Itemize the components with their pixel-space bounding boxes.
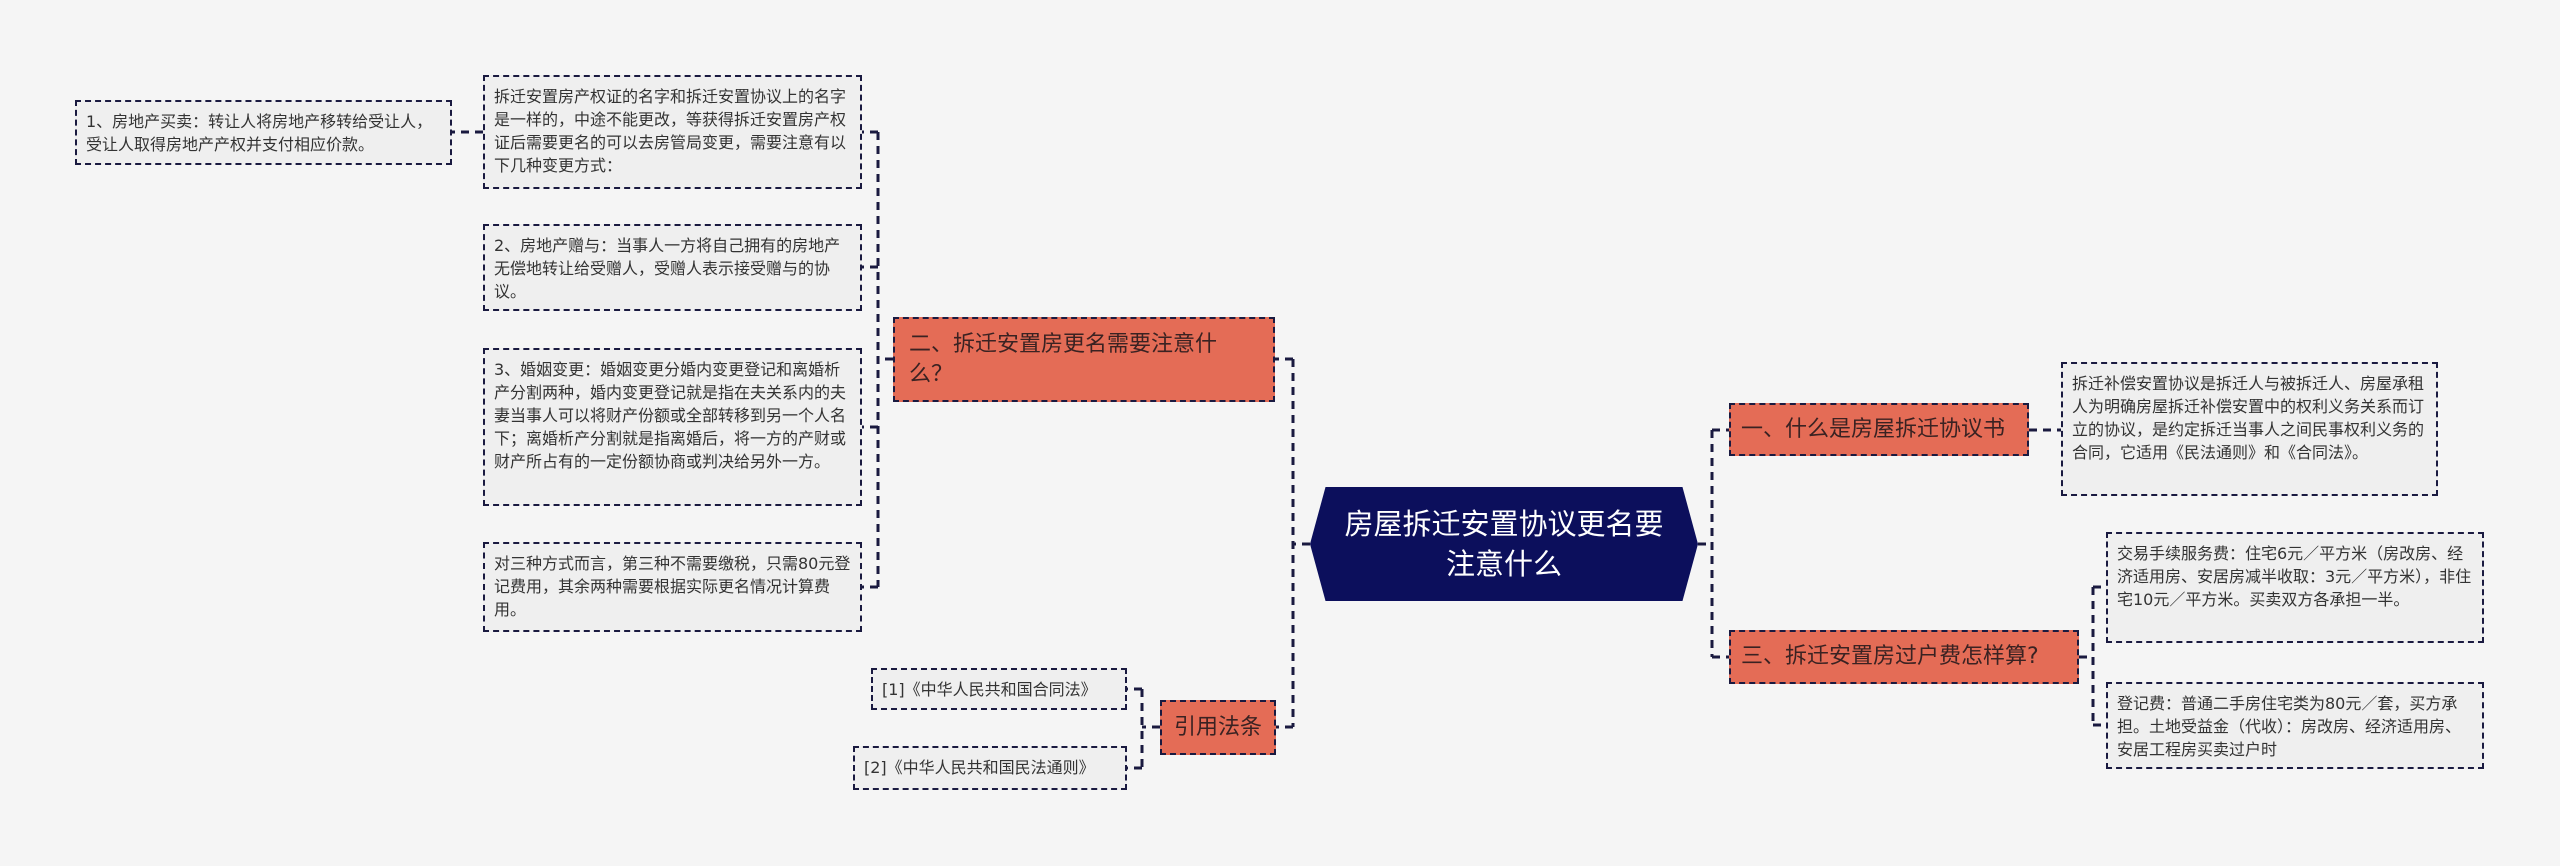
branch-title: 三、拆迁安置房过户费怎样算? [1741, 644, 2039, 669]
leaf-text: [2]《中华人民共和国民法通则》 [864, 758, 1095, 777]
leaf-text: [1]《中华人民共和国合同法》 [882, 680, 1097, 699]
leaf-text: 交易手续服务费：住宅6元／平方米（房改房、经济适用房、安居房减半收取：3元／平方… [2117, 544, 2472, 609]
leaf-ref-civil-law[interactable]: [2]《中华人民共和国民法通则》 [853, 746, 1127, 790]
central-topic-text: 房屋拆迁安置协议更名要注意什么 [1344, 507, 1664, 581]
leaf-real-estate-sale[interactable]: 1、房地产买卖：转让人将房地产移转给受让人，受让人取得房地产产权并支付相应价款。 [75, 100, 452, 165]
leaf-agreement-definition[interactable]: 拆迁补偿安置协议是拆迁人与被拆迁人、房屋承租人为明确房屋拆迁补偿安置中的权利义务… [2061, 362, 2438, 496]
leaf-text: 1、房地产买卖：转让人将房地产移转给受让人，受让人取得房地产产权并支付相应价款。 [86, 112, 433, 154]
leaf-registration-fee[interactable]: 登记费：普通二手房住宅类为80元／套，买方承担。土地受益金（代收）：房改房、经济… [2106, 682, 2484, 769]
branch-title: 二、拆迁安置房更名需要注意什么？ [909, 331, 1218, 387]
branch-title: 引用法条 [1174, 714, 1263, 740]
central-topic[interactable]: 房屋拆迁安置协议更名要注意什么 [1310, 487, 1698, 601]
leaf-text: 对三种方式而言，第三种不需要缴税，只需80元登记费用，其余两种需要根据实际更名情… [494, 554, 851, 619]
leaf-marriage-change[interactable]: 3、婚姻变更：婚姻变更分婚内变更登记和离婚析产分割两种，婚内变更登记就是指在夫关… [483, 348, 862, 506]
branch-what-is-agreement[interactable]: 一、什么是房屋拆迁协议书 [1729, 403, 2029, 456]
leaf-rename-intro[interactable]: 拆迁安置房产权证的名字和拆迁安置协议上的名字是一样的，中途不能更改，等获得拆迁安… [483, 75, 862, 189]
branch-rename-notes[interactable]: 二、拆迁安置房更名需要注意什么？ [893, 317, 1275, 402]
leaf-ref-contract-law[interactable]: [1]《中华人民共和国合同法》 [871, 668, 1127, 710]
leaf-text: 拆迁补偿安置协议是拆迁人与被拆迁人、房屋承租人为明确房屋拆迁补偿安置中的权利义务… [2072, 374, 2425, 462]
leaf-real-estate-gift[interactable]: 2、房地产赠与：当事人一方将自己拥有的房地产无偿地转让给受赠人，受赠人表示接受赠… [483, 224, 862, 311]
branch-transfer-fees[interactable]: 三、拆迁安置房过户费怎样算? [1729, 630, 2079, 684]
branch-title: 一、什么是房屋拆迁协议书 [1741, 416, 2006, 442]
leaf-text: 拆迁安置房产权证的名字和拆迁安置协议上的名字是一样的，中途不能更改，等获得拆迁安… [494, 87, 847, 175]
leaf-text: 2、房地产赠与：当事人一方将自己拥有的房地产无偿地转让给受赠人，受赠人表示接受赠… [494, 236, 841, 301]
branch-cited-laws[interactable]: 引用法条 [1160, 700, 1276, 755]
leaf-transaction-fee[interactable]: 交易手续服务费：住宅6元／平方米（房改房、经济适用房、安居房减半收取：3元／平方… [2106, 532, 2484, 643]
leaf-summary[interactable]: 对三种方式而言，第三种不需要缴税，只需80元登记费用，其余两种需要根据实际更名情… [483, 542, 862, 632]
leaf-text: 登记费：普通二手房住宅类为80元／套，买方承担。土地受益金（代收）：房改房、经济… [2117, 694, 2462, 759]
leaf-text: 3、婚姻变更：婚姻变更分婚内变更登记和离婚析产分割两种，婚内变更登记就是指在夫关… [494, 360, 847, 471]
